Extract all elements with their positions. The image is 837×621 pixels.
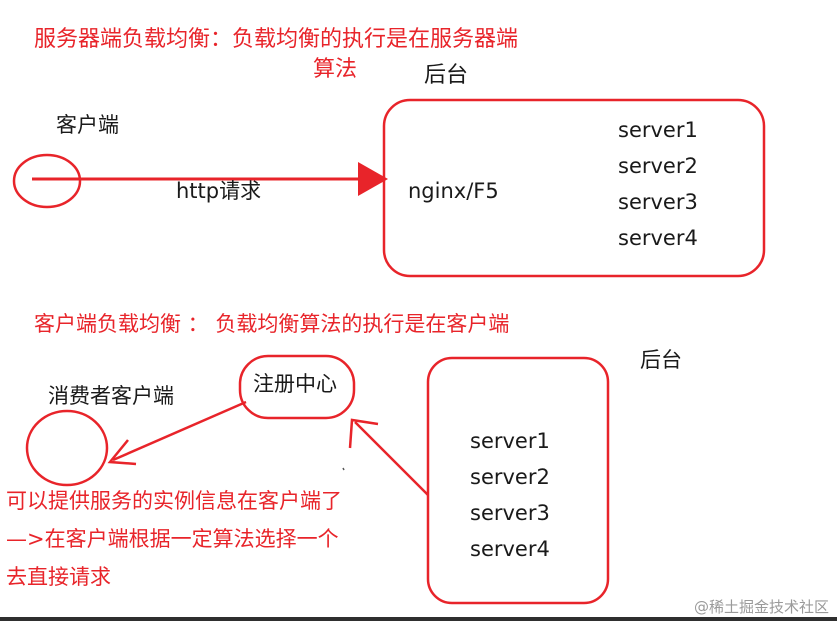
client-lb-server-2: server2 — [470, 465, 550, 489]
request-label: http请求 — [176, 179, 262, 203]
bottom-bar — [0, 617, 837, 621]
client-circle — [12, 153, 82, 209]
stray-mark — [342, 467, 345, 471]
client-lb-server-4: server4 — [470, 537, 550, 561]
client-lb-backend-box — [426, 356, 610, 605]
watermark: @稀土掘金技术社区 — [693, 598, 829, 616]
request-arrow-head — [358, 162, 388, 196]
server-lb-backend-box — [382, 98, 766, 278]
note-line-2: —>在客户端根据一定算法选择一个 — [6, 527, 339, 551]
registry-outline — [238, 354, 356, 420]
backend-to-registry-arrow — [354, 421, 429, 496]
server-lb-server-2: server2 — [618, 154, 698, 178]
client-label: 客户端 — [56, 113, 119, 137]
client-lb-server-3: server3 — [470, 501, 550, 525]
consumer-label: 消费者客户端 — [48, 384, 174, 408]
registry-to-consumer-arrow — [112, 400, 247, 462]
proxy-label: nginx/F5 — [408, 179, 499, 203]
server-lb-title-line2: 算法 — [313, 57, 358, 82]
note-line-3: 去直接请求 — [6, 565, 111, 589]
client-lb-title: 客户端负载均衡 ： 负载均衡算法的执行是在客户端 — [34, 312, 510, 336]
client-lb-backend-label: 后台 — [640, 348, 682, 372]
server-lb-title-line1: 服务器端负载均衡：负载均衡的执行是在服务器端 — [34, 27, 519, 52]
server-lb-server-3: server3 — [618, 190, 698, 214]
note-line-1: 可以提供服务的实例信息在客户端了 — [6, 489, 342, 513]
server-lb-server-1: server1 — [618, 118, 698, 142]
backend-to-registry-arrowhead — [348, 418, 379, 449]
consumer-circle — [25, 409, 109, 487]
client-lb-server-1: server1 — [470, 429, 550, 453]
registry-label: 注册中心 — [253, 372, 337, 396]
registry-to-consumer-arrowhead — [107, 439, 137, 466]
server-lb-server-4: server4 — [618, 226, 698, 250]
server-lb-backend-label: 后台 — [424, 63, 469, 88]
